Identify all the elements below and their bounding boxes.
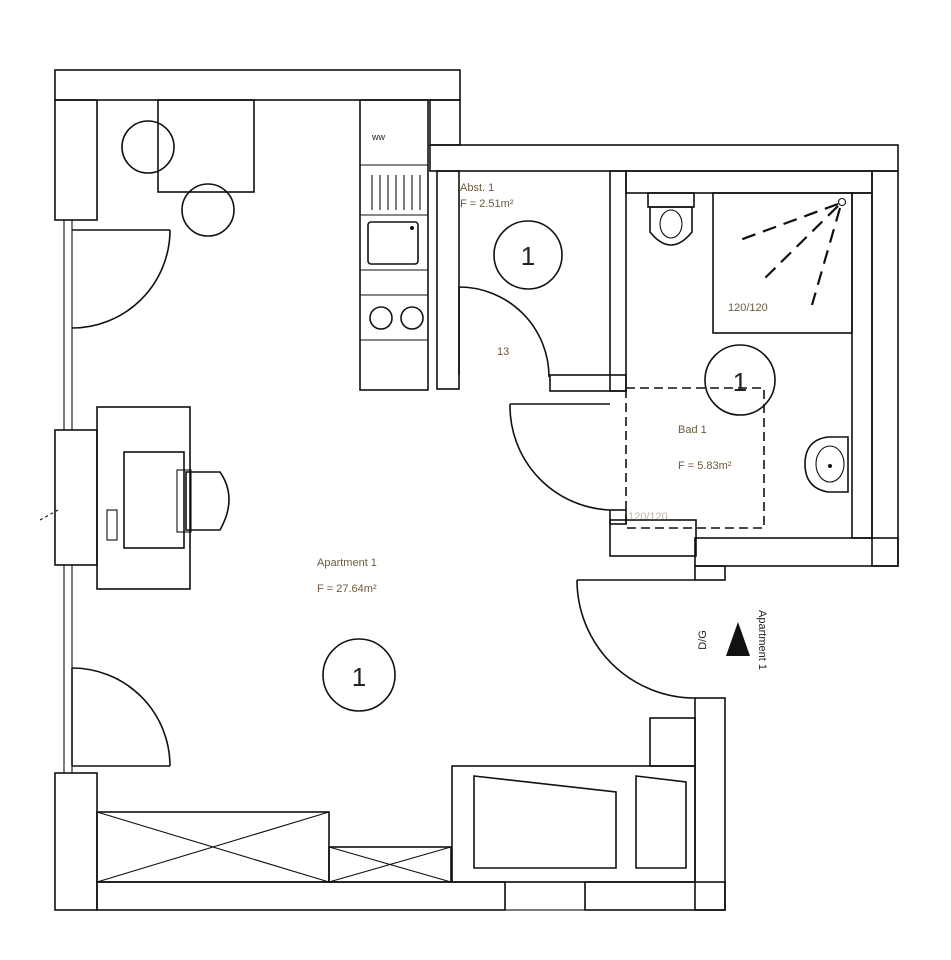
bathroom-fixtures [625,192,853,529]
entrance-unit-name: Apartment 1 [756,610,768,670]
door-number: 13 [497,346,509,358]
room-tag-abst: 1 [493,220,563,290]
svg-text:1: 1 [521,241,535,271]
interior-walls [436,170,873,557]
windows-left [39,220,73,773]
room-name-bad: Bad 1 [678,424,707,436]
kitchen-counter: ww [359,99,429,391]
wardrobe [96,811,452,883]
room-name-abst: Abst. 1 [460,182,494,194]
shower-dimension: 120/120 [728,302,768,314]
turning-dimension: 120/120 [628,511,668,523]
room-area-abst: F = 2.51m² [460,198,514,210]
cooktop-icon [369,306,424,330]
desk [96,406,230,590]
chair-icon [181,183,235,237]
sink-icon [367,221,419,265]
toilet-icon [647,192,695,246]
svg-text:1: 1 [733,367,747,397]
svg-text:1: 1 [352,662,366,692]
shower-head-icon [739,197,847,306]
doors [71,229,696,767]
dining-table [96,99,255,237]
room-area-apartment: F = 27.64m² [317,583,377,595]
room-tags: 1 1 1 [322,220,776,712]
chair-icon [121,120,175,174]
entrance-marker: D/G Apartment 1 [697,610,768,670]
room-tag-bad: 1 [704,344,776,416]
stove-mark: ww [371,132,385,142]
washbasin-icon [804,436,849,493]
room-name-apartment: Apartment 1 [317,557,377,569]
exterior-walls [54,69,899,911]
office-chair-icon [176,469,230,533]
room-labels: Abst. 1 F = 2.51m² Bad 1 F = 5.83m² Apar… [317,182,768,595]
room-tag-apartment: 1 [322,638,396,712]
sink-drainboard [371,175,421,210]
room-area-bad: F = 5.83m² [678,460,732,472]
entrance-arrow-icon [726,622,750,656]
bed [451,717,696,911]
shower-tray [712,192,853,334]
entrance-code: D/G [697,630,709,650]
